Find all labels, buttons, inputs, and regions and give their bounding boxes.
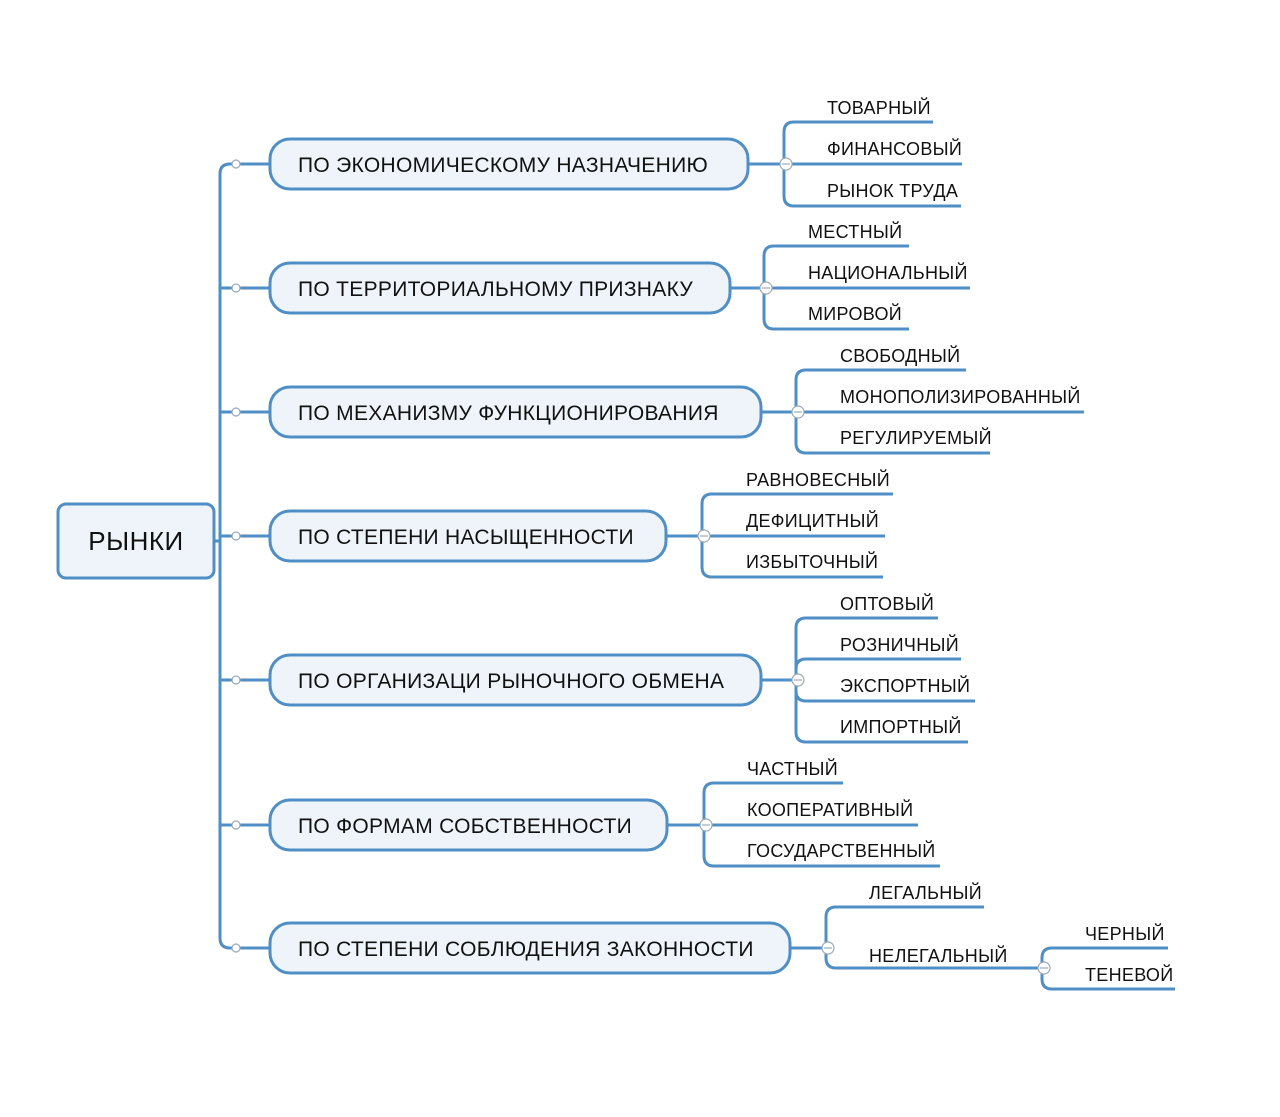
branch-node-saturation[interactable]: ПО СТЕПЕНИ НАСЫЩЕННОСТИ (268, 509, 668, 563)
leaf-label: РАВНОВЕСНЫЙ (746, 469, 890, 490)
branch-node-mechanism[interactable]: ПО МЕХАНИЗМУ ФУНКЦИОНИРОВАНИЯ (268, 385, 763, 439)
collapse-toggle[interactable] (1037, 961, 1051, 975)
root-trunk-line (214, 162, 270, 950)
leaf-label: ЛЕГАЛЬНЫЙ (869, 882, 982, 903)
collapse-toggle[interactable] (791, 405, 805, 419)
branch-node-economic-purpose[interactable]: ПО ЭКОНОМИЧЕСКОМУ НАЗНАЧЕНИЮ (268, 137, 750, 191)
collapse-toggle[interactable] (699, 818, 713, 832)
subleaf-label: ТЕНЕВОЙ (1085, 964, 1173, 985)
leaf-connector (762, 244, 970, 331)
leaf-label: ОПТОВЫЙ (840, 593, 934, 614)
leaf-label: ЧАСТНЫЙ (747, 758, 838, 779)
branch-dot-2[interactable] (231, 283, 241, 293)
leaf-connector (782, 120, 962, 208)
collapse-toggle[interactable] (821, 941, 835, 955)
leaf-label: ТОВАРНЫЙ (827, 97, 931, 118)
leaf-label: РОЗНИЧНЫЙ (840, 634, 959, 655)
leaf-label: РЕГУЛИРУЕМЫЙ (840, 427, 992, 448)
branch-label: ПО ОРГАНИЗАЦИ РЫНОЧНОГО ОБМЕНА (298, 670, 724, 693)
leaf-connector (824, 905, 1042, 970)
branch-label: ПО СТЕПЕНИ НАСЫЩЕННОСТИ (298, 526, 634, 549)
leaf-label: КООПЕРАТИВНЫЙ (747, 799, 913, 820)
collapse-toggle[interactable] (759, 281, 773, 295)
leaf-label: ДЕФИЦИТНЫЙ (746, 510, 879, 531)
leaf-connector (700, 492, 893, 579)
leaf-label: ГОСУДАРСТВЕННЫЙ (747, 840, 936, 861)
collapse-toggle[interactable] (791, 673, 805, 687)
branch-dot-4[interactable] (231, 531, 241, 541)
leaf-label: ИЗБЫТОЧНЫЙ (746, 551, 878, 572)
branch-node-legality[interactable]: ПО СТЕПЕНИ СОБЛЮДЕНИЯ ЗАКОННОСТИ (268, 921, 792, 975)
leaf-label: ЭКСПОРТНЫЙ (840, 675, 970, 696)
branch-label: ПО ЭКОНОМИЧЕСКОМУ НАЗНАЧЕНИЮ (298, 154, 708, 177)
leaf-label: НАЦИОНАЛЬНЫЙ (808, 262, 968, 283)
branch-label: ПО ТЕРРИТОРИАЛЬНОМУ ПРИЗНАКУ (298, 278, 693, 301)
leaf-label: НЕЛЕГАЛЬНЫЙ (869, 945, 1008, 966)
root-node[interactable]: РЫНКИ (56, 502, 216, 580)
leaf-label: ФИНАНСОВЫЙ (827, 138, 962, 159)
branch-label: ПО ФОРМАМ СОБСТВЕННОСТИ (298, 815, 632, 838)
branch-label: ПО МЕХАНИЗМУ ФУНКЦИОНИРОВАНИЯ (298, 402, 719, 425)
branch-dot-5[interactable] (231, 675, 241, 685)
leaf-connector (794, 616, 975, 744)
branch-dot-6[interactable] (231, 820, 241, 830)
branch-node-ownership[interactable]: ПО ФОРМАМ СОБСТВЕННОСТИ (268, 798, 669, 852)
branch-dot-3[interactable] (231, 407, 241, 417)
branch-label: ПО СТЕПЕНИ СОБЛЮДЕНИЯ ЗАКОННОСТИ (298, 938, 754, 961)
branch-dot-1[interactable] (231, 159, 241, 169)
leaf-label: СВОБОДНЫЙ (840, 345, 960, 366)
leaf-label: МОНОПОЛИЗИРОВАННЫЙ (840, 386, 1081, 407)
leaf-connector (794, 368, 1084, 455)
collapse-toggle[interactable] (697, 529, 711, 543)
root-label: РЫНКИ (88, 526, 183, 556)
leaf-label: МЕСТНЫЙ (808, 221, 902, 242)
leaf-label: РЫНОК ТРУДА (827, 181, 958, 201)
leaf-label: ИМПОРТНЫЙ (840, 716, 962, 737)
branch-dot-7[interactable] (231, 943, 241, 953)
branch-node-exchange-organization[interactable]: ПО ОРГАНИЗАЦИ РЫНОЧНОГО ОБМЕНА (268, 653, 763, 707)
leaf-label: МИРОВОЙ (808, 303, 902, 324)
subleaf-connector (1040, 946, 1175, 991)
collapse-toggle[interactable] (779, 157, 793, 171)
branch-node-territorial[interactable]: ПО ТЕРРИТОРИАЛЬНОМУ ПРИЗНАКУ (268, 261, 732, 315)
leaf-connector (702, 781, 940, 868)
subleaf-label: ЧЕРНЫЙ (1085, 923, 1165, 944)
